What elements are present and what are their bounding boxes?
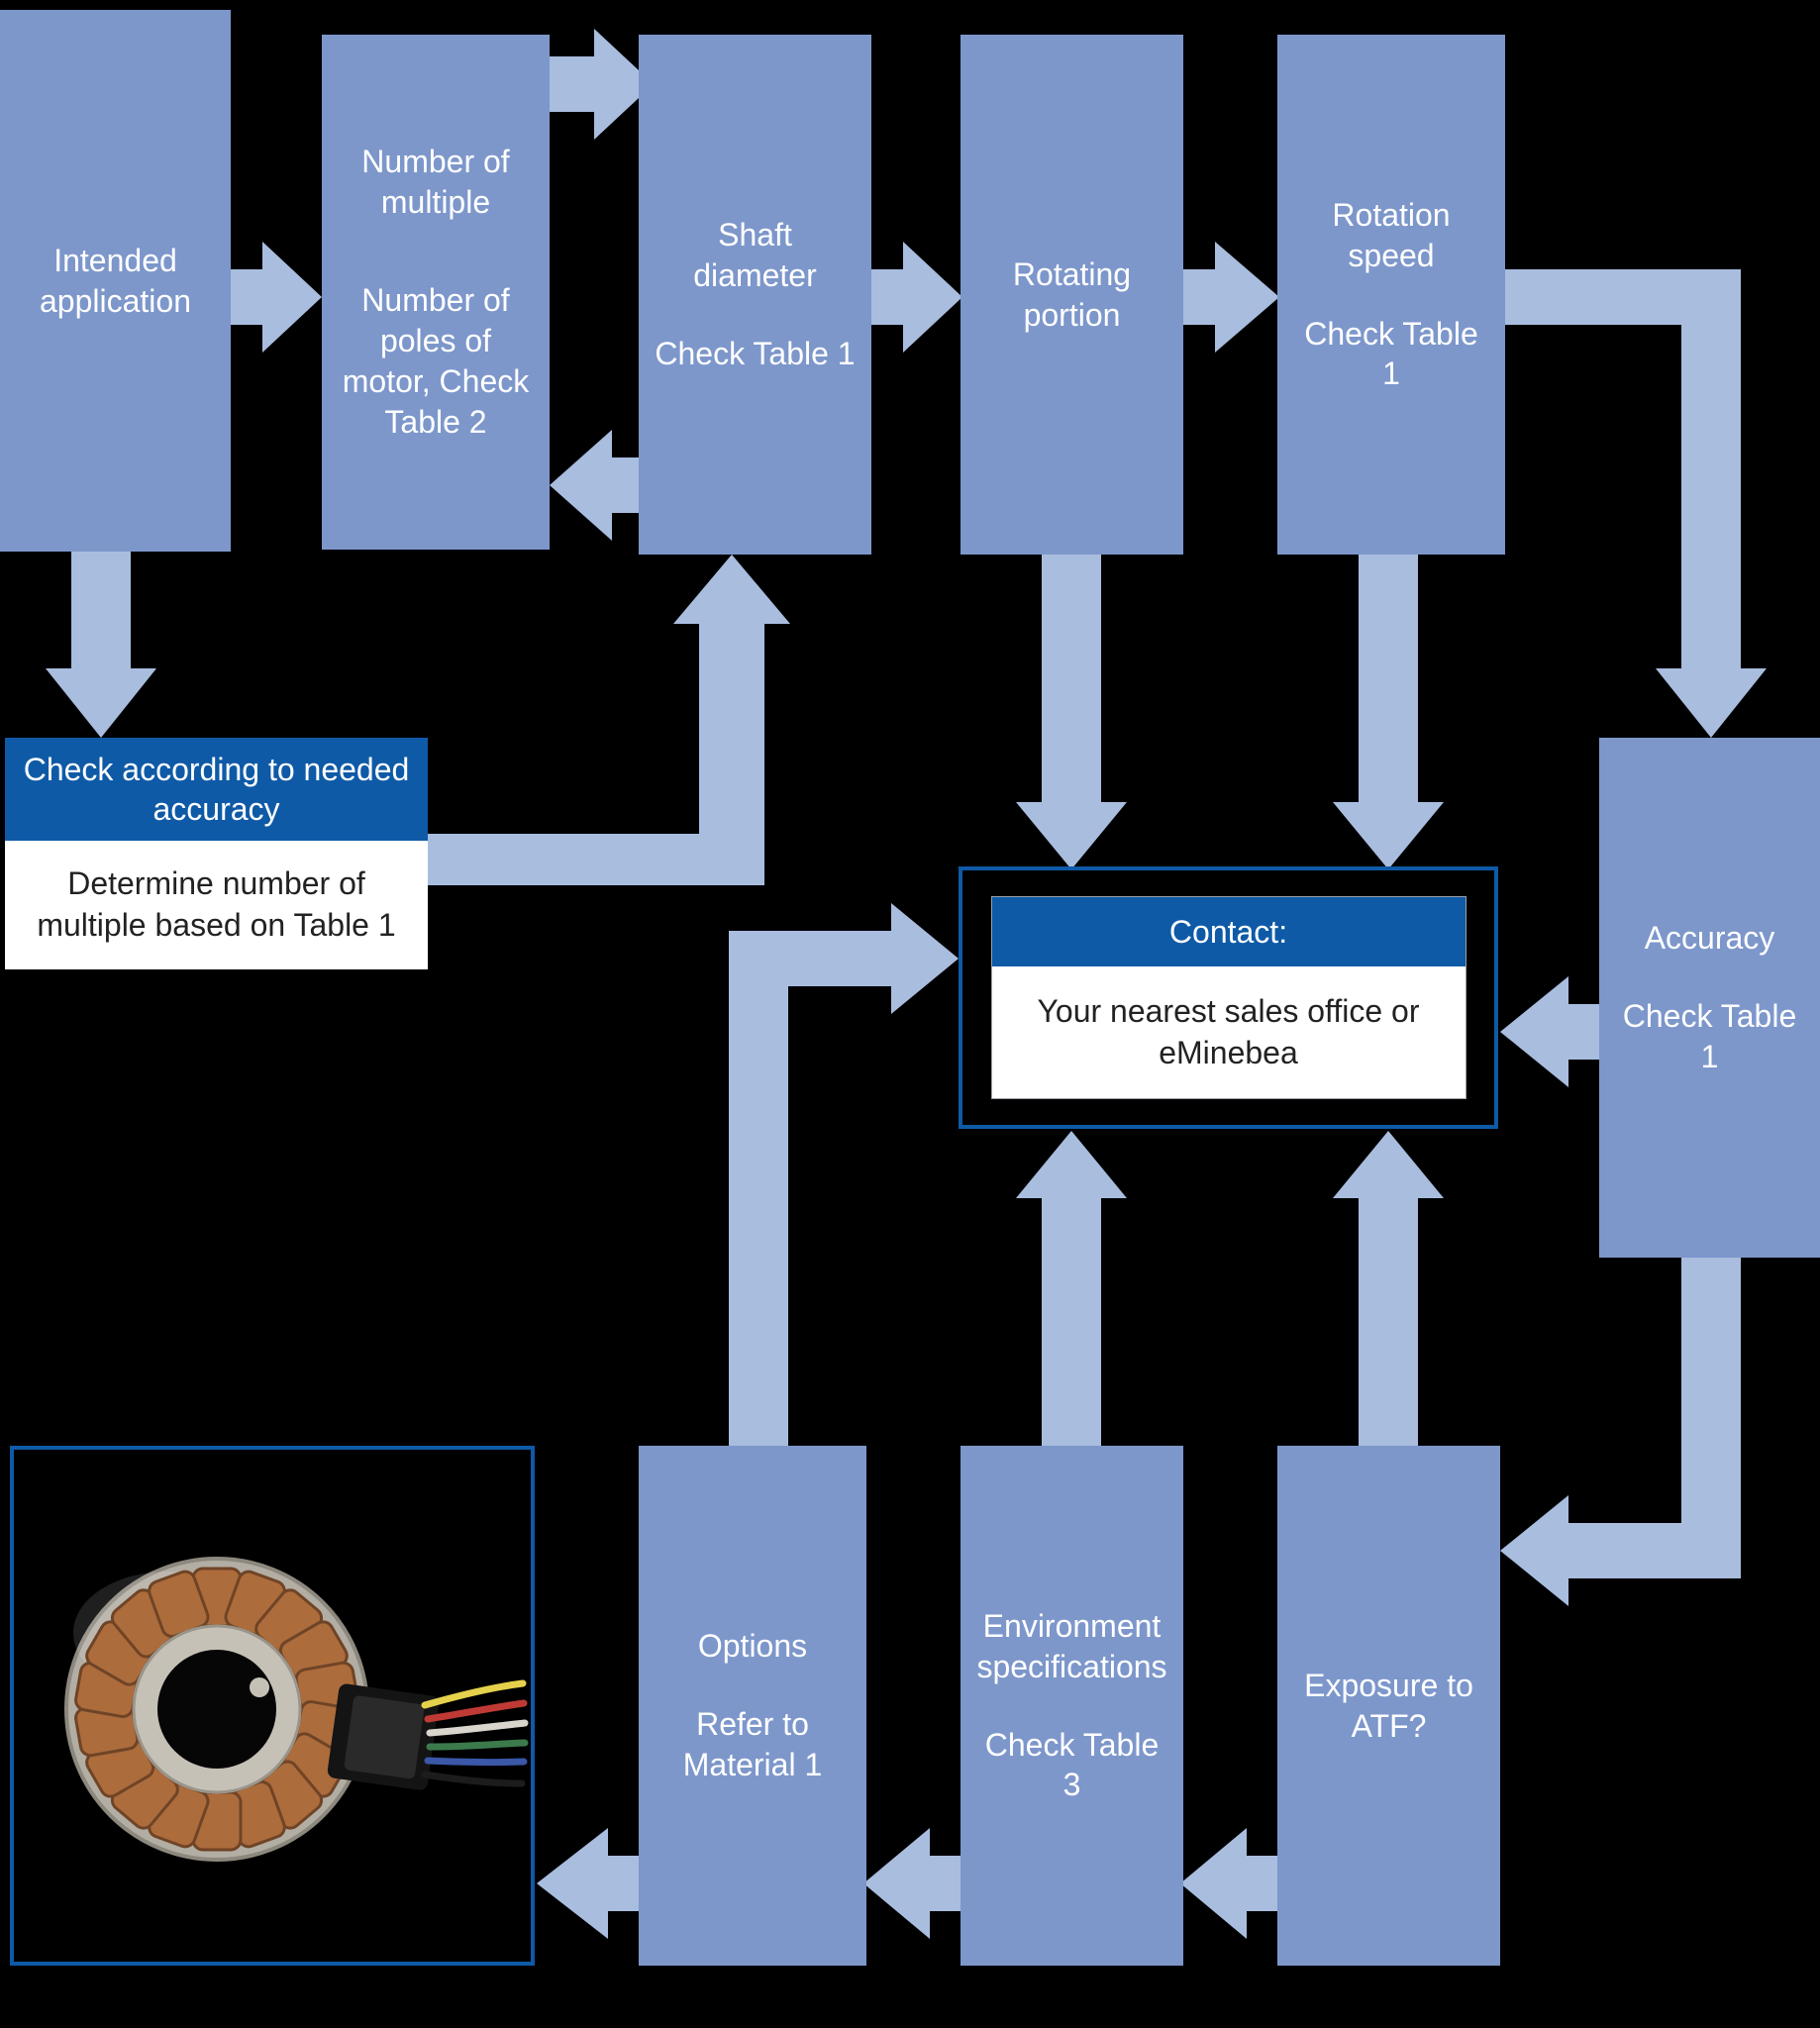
- node-intended-application: Intended application: [0, 10, 231, 552]
- contact-header: Contact:: [991, 897, 1466, 966]
- node-label-line2: Check Table 1: [655, 335, 856, 371]
- contact-body: Your nearest sales office or eMinebea: [991, 966, 1466, 1098]
- arrow-speed-to-contact: [1333, 555, 1444, 869]
- node-label-line2: Refer to Material 1: [682, 1706, 823, 1782]
- arrow-speed-to-accuracy: [1505, 269, 1767, 738]
- node-label-line2: Number of poles of motor, Check Table 2: [342, 282, 530, 440]
- node-contact: Contact: Your nearest sales office or eM…: [990, 896, 1466, 1099]
- node-label-line1: Options: [697, 1628, 808, 1665]
- node-label-line2: Check Table 1: [1622, 998, 1797, 1074]
- arrow-rotating-to-speed: [1183, 242, 1279, 353]
- arrow-rotating-to-contact: [1016, 555, 1127, 869]
- node-contact-frame: Contact: Your nearest sales office or eM…: [959, 866, 1498, 1129]
- arrow-shaft-to-rotating: [871, 242, 962, 353]
- node-shaft-diameter: Shaft diameter Check Table 1: [639, 35, 871, 555]
- arrow-multiple-to-shaft: [543, 29, 654, 140]
- arrow-options-to-contact: [729, 903, 959, 1446]
- resolver-photo-box: [10, 1446, 535, 1966]
- node-label-line2: Check Table 3: [984, 1726, 1160, 1803]
- node-rotation-speed: Rotation speed Check Table 1: [1277, 35, 1505, 555]
- check-accuracy-header: Check according to needed accuracy: [5, 738, 428, 841]
- node-label-line1: Number of multiple: [361, 144, 510, 221]
- node-label: Exposure to ATF?: [1304, 1667, 1473, 1744]
- arrow-check-accuracy-to-shaft: [428, 555, 790, 885]
- node-check-accuracy: Check according to needed accuracy Deter…: [5, 738, 428, 969]
- node-label: Intended application: [40, 242, 191, 319]
- arrow-intended-to-check-accuracy: [46, 552, 156, 738]
- arrow-options-to-photo: [537, 1828, 639, 1939]
- arrow-environment-to-options: [863, 1828, 961, 1939]
- arrow-exposure-to-environment: [1180, 1828, 1277, 1939]
- bore-hole: [157, 1650, 276, 1769]
- node-label-line1: Rotation speed: [1332, 196, 1451, 273]
- node-label-line1: Environment specifications: [976, 1607, 1167, 1684]
- node-accuracy: Accuracy Check Table 1: [1599, 738, 1820, 1258]
- node-label-line2: Check Table 1: [1304, 315, 1478, 392]
- node-label: Rotating portion: [1012, 255, 1132, 333]
- connector-block: [327, 1683, 440, 1790]
- node-label-line1: Accuracy: [1644, 920, 1775, 957]
- node-label-line1: Shaft diameter: [693, 217, 817, 294]
- lead-wires: [421, 1679, 529, 1787]
- arrow-shaft-back-to-multiple: [550, 430, 642, 541]
- arrow-exposure-to-contact: [1333, 1131, 1444, 1446]
- arrow-intended-to-multiple: [231, 242, 322, 353]
- arrow-accuracy-to-exposure: [1500, 1258, 1741, 1606]
- node-exposure-to-atf: Exposure to ATF?: [1277, 1446, 1500, 1966]
- node-number-of-multiple: Number of multiple Number of poles of mo…: [322, 35, 550, 550]
- bore-notch: [250, 1677, 269, 1697]
- check-accuracy-body: Determine number of multiple based on Ta…: [5, 841, 428, 969]
- arrow-accuracy-to-contact: [1500, 976, 1599, 1087]
- node-rotating-portion: Rotating portion: [961, 35, 1183, 555]
- node-environment-specifications: Environment specifications Check Table 3: [961, 1446, 1183, 1966]
- node-options: Options Refer to Material 1: [639, 1446, 866, 1966]
- resolver-stator-photo: [64, 1557, 529, 1862]
- arrow-environment-to-contact: [1016, 1131, 1127, 1446]
